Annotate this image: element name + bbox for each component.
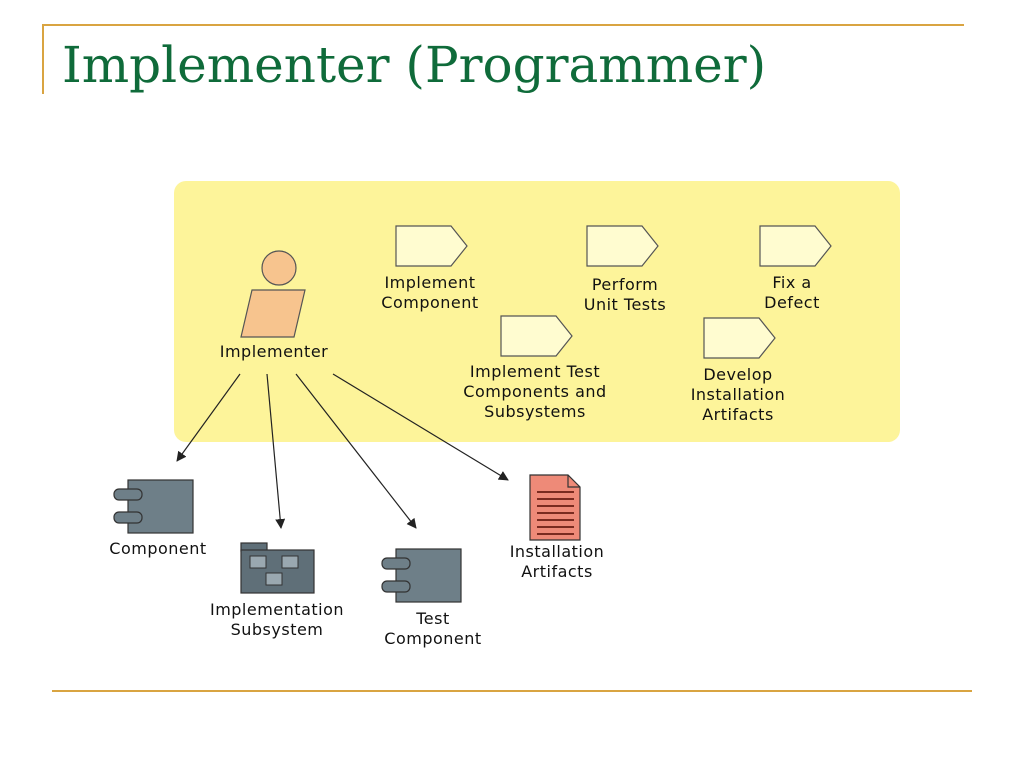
activity-implement-component-icon [395, 225, 468, 267]
test-component-artifact-icon [381, 548, 462, 603]
artifact-label-implementation-subsystem: Implementation Subsystem [209, 600, 345, 639]
installation-artifacts-document-icon [529, 474, 581, 541]
left-rule [42, 24, 44, 94]
component-artifact-icon [113, 479, 194, 534]
arrow-to-component [176, 373, 241, 462]
top-rule [42, 24, 964, 26]
activity-label-fix-defect: Fix a Defect [764, 273, 820, 312]
bottom-rule [52, 690, 972, 692]
activity-label-implement-test-components: Implement Test Components and Subsystems [463, 362, 607, 421]
arrow-to-test-component [295, 373, 417, 529]
implementation-subsystem-icon [240, 542, 315, 594]
artifact-label-component: Component [109, 539, 207, 558]
implementer-actor-icon [240, 250, 306, 338]
activity-fix-defect-icon [759, 225, 832, 267]
activity-label-develop-installation-artifacts: Develop Installation Artifacts [690, 365, 786, 424]
activity-label-perform-unit-tests: Perform Unit Tests [583, 275, 667, 314]
activity-develop-installation-artifacts-icon [703, 317, 776, 359]
slide-title: Implementer (Programmer) [62, 36, 767, 94]
artifact-label-test-component: Test Component [384, 609, 482, 648]
actor-label: Implementer [219, 342, 329, 361]
activity-implement-test-components-icon [500, 315, 573, 357]
arrow-to-implementation-subsystem [266, 373, 286, 529]
arrow-to-installation-artifacts [332, 373, 509, 481]
activity-perform-unit-tests-icon [586, 225, 659, 267]
artifact-label-installation-artifacts: Installation Artifacts [509, 542, 605, 581]
activity-label-implement-component: Implement Component [381, 273, 479, 312]
